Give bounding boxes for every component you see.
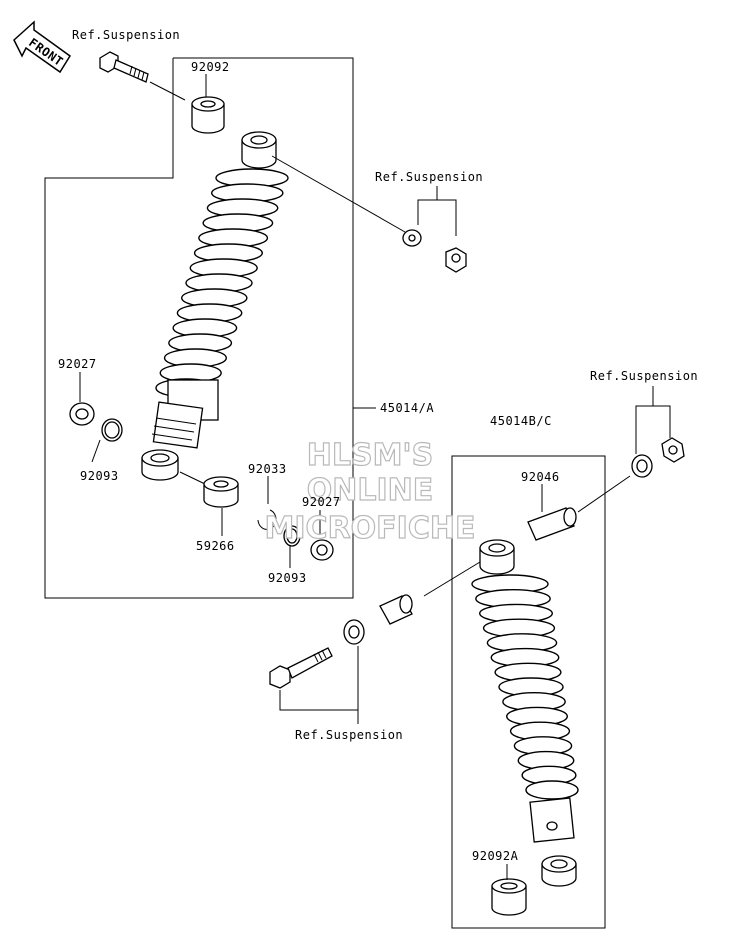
washer-top-ref bbox=[402, 229, 422, 247]
watermark-line-1: HLSM'S bbox=[307, 438, 433, 473]
label-ref-suspension-right: Ref.Suspension bbox=[590, 369, 698, 383]
label-ref-suspension-top-mid: Ref.Suspension bbox=[375, 170, 483, 184]
front-arrow-icon: FRONT bbox=[13, 20, 72, 74]
bushing-92092a bbox=[491, 878, 527, 916]
oring-92093-left bbox=[101, 418, 123, 442]
shock-spring-left bbox=[155, 168, 289, 398]
label-59266: 59266 bbox=[196, 539, 235, 553]
collar-59266 bbox=[203, 476, 239, 508]
label-92027-mid: 92027 bbox=[302, 495, 341, 509]
shock-lower-eye bbox=[141, 449, 179, 481]
nut-top-ref bbox=[445, 247, 467, 273]
watermark: HLSM'S ONLINE MICROFICHE bbox=[264, 437, 476, 546]
label-92046: 92046 bbox=[521, 470, 560, 484]
shock-body-right bbox=[529, 797, 577, 887]
label-92093-left: 92093 bbox=[80, 469, 119, 483]
label-ref-suspension-bottom: Ref.Suspension bbox=[295, 728, 403, 742]
assembly-box-a bbox=[44, 57, 354, 599]
bushing-92092 bbox=[191, 96, 225, 134]
watermark-line-3: MICROFICHE bbox=[265, 511, 476, 546]
label-92027-left: 92027 bbox=[58, 357, 97, 371]
label-ref-suspension-top-left: Ref.Suspension bbox=[72, 28, 180, 42]
washer-right-ref bbox=[631, 454, 653, 478]
collar-lower-ref bbox=[379, 594, 413, 625]
label-92092: 92092 bbox=[191, 60, 230, 74]
bottom-bolt bbox=[269, 647, 333, 689]
shock-top-eye bbox=[241, 131, 277, 169]
circlip-92033 bbox=[257, 509, 277, 530]
label-45014bc: 45014B/C bbox=[490, 414, 552, 428]
top-bolt bbox=[99, 51, 186, 101]
label-92033: 92033 bbox=[248, 462, 287, 476]
shock-spring-right bbox=[471, 574, 579, 800]
seal-92027-mid bbox=[310, 539, 334, 561]
watermark-line-2: ONLINE bbox=[307, 473, 434, 508]
washer-lower-ref bbox=[343, 619, 365, 645]
label-92092a: 92092A bbox=[472, 849, 519, 863]
spring-coil bbox=[525, 780, 579, 800]
seal-92027-left bbox=[69, 402, 95, 426]
assembly-box-bc bbox=[451, 455, 606, 929]
label-92093-mid: 92093 bbox=[268, 571, 307, 585]
label-45014a: 45014/A bbox=[380, 401, 434, 415]
collar-92046 bbox=[527, 507, 577, 541]
nut-right-ref bbox=[661, 437, 685, 463]
shock-body-left bbox=[151, 379, 219, 449]
oring-92093-mid bbox=[283, 525, 301, 547]
shock-top-eye-right bbox=[479, 539, 515, 575]
